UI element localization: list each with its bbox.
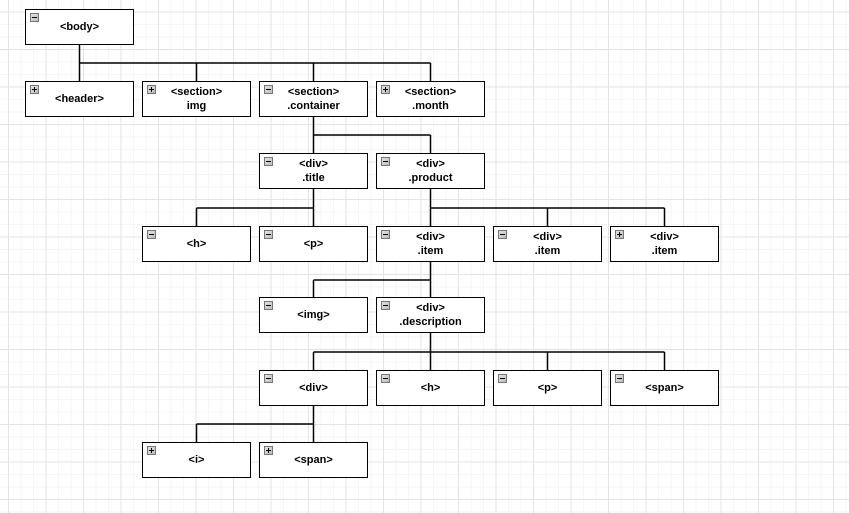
node-tag-label: <p>: [537, 382, 558, 394]
node-tag-label: <i>: [188, 454, 205, 466]
node-class-label: .product: [408, 172, 453, 184]
collapse-icon[interactable]: [264, 157, 273, 166]
node-tag-label: <div>: [416, 231, 445, 243]
tree-node-header[interactable]: <header>: [25, 81, 134, 117]
tree-node-span-child[interactable]: <span>: [259, 442, 368, 478]
node-tag-label: <div>: [650, 231, 679, 243]
node-tag-label: <h>: [186, 238, 207, 250]
node-class-label: .item: [651, 245, 678, 257]
collapse-icon[interactable]: [264, 301, 273, 310]
node-tag-label: <header>: [55, 93, 104, 105]
tree-node-div-title[interactable]: <div> .title: [259, 153, 368, 189]
node-tag-label: <div>: [416, 158, 445, 170]
node-tag-label: <section>: [170, 86, 223, 98]
node-tag-label: <p>: [303, 238, 324, 250]
node-tag-label: <div>: [299, 158, 328, 170]
tree-node-div-item-3[interactable]: <div> .item: [610, 226, 719, 262]
tree-node-div-item-1[interactable]: <div> .item: [376, 226, 485, 262]
tree-node-section-container[interactable]: <section> .container: [259, 81, 368, 117]
tree-node-div-product[interactable]: <div> .product: [376, 153, 485, 189]
node-class-label: img: [186, 100, 207, 112]
node-tag-label: <div>: [416, 302, 445, 314]
expand-icon[interactable]: [30, 85, 39, 94]
collapse-icon[interactable]: [147, 230, 156, 239]
tree-node-img-item[interactable]: <img>: [259, 297, 368, 333]
tree-node-section-month[interactable]: <section> .month: [376, 81, 485, 117]
collapse-icon[interactable]: [30, 13, 39, 22]
tree-node-span-desc[interactable]: <span>: [610, 370, 719, 406]
tree-node-p-desc[interactable]: <p>: [493, 370, 602, 406]
node-tag-label: <section>: [287, 86, 340, 98]
node-tag-label: <body>: [59, 21, 100, 33]
node-class-label: .month: [412, 100, 449, 112]
node-class-label: .description: [399, 316, 462, 328]
tree-node-div-description[interactable]: <div> .description: [376, 297, 485, 333]
tree-node-body[interactable]: <body>: [25, 9, 134, 45]
tree-node-p-title[interactable]: <p>: [259, 226, 368, 262]
collapse-icon[interactable]: [381, 374, 390, 383]
tree-node-h-title[interactable]: <h>: [142, 226, 251, 262]
collapse-icon[interactable]: [264, 85, 273, 94]
tree-node-h-desc[interactable]: <h>: [376, 370, 485, 406]
expand-icon[interactable]: [147, 446, 156, 455]
collapse-icon[interactable]: [381, 230, 390, 239]
expand-icon[interactable]: [381, 85, 390, 94]
node-tag-label: <span>: [645, 382, 684, 394]
node-tag-label: <span>: [294, 454, 333, 466]
collapse-icon[interactable]: [498, 374, 507, 383]
node-tag-label: <div>: [299, 382, 328, 394]
node-class-label: .item: [534, 245, 561, 257]
collapse-icon[interactable]: [381, 157, 390, 166]
collapse-icon[interactable]: [264, 230, 273, 239]
tree-node-div-item-2[interactable]: <div> .item: [493, 226, 602, 262]
node-tag-label: <section>: [404, 86, 457, 98]
collapse-icon[interactable]: [615, 374, 624, 383]
collapse-icon[interactable]: [264, 374, 273, 383]
node-tag-label: <img>: [297, 309, 330, 321]
node-class-label: .item: [417, 245, 444, 257]
expand-icon[interactable]: [147, 85, 156, 94]
expand-icon[interactable]: [615, 230, 624, 239]
node-class-label: .title: [302, 172, 325, 184]
tree-node-section-img[interactable]: <section> img: [142, 81, 251, 117]
tree-node-i-child[interactable]: <i>: [142, 442, 251, 478]
node-tag-label: <h>: [420, 382, 441, 394]
collapse-icon[interactable]: [381, 301, 390, 310]
tree-node-div-desc-child[interactable]: <div>: [259, 370, 368, 406]
node-class-label: .container: [287, 100, 340, 112]
expand-icon[interactable]: [264, 446, 273, 455]
node-tag-label: <div>: [533, 231, 562, 243]
collapse-icon[interactable]: [498, 230, 507, 239]
